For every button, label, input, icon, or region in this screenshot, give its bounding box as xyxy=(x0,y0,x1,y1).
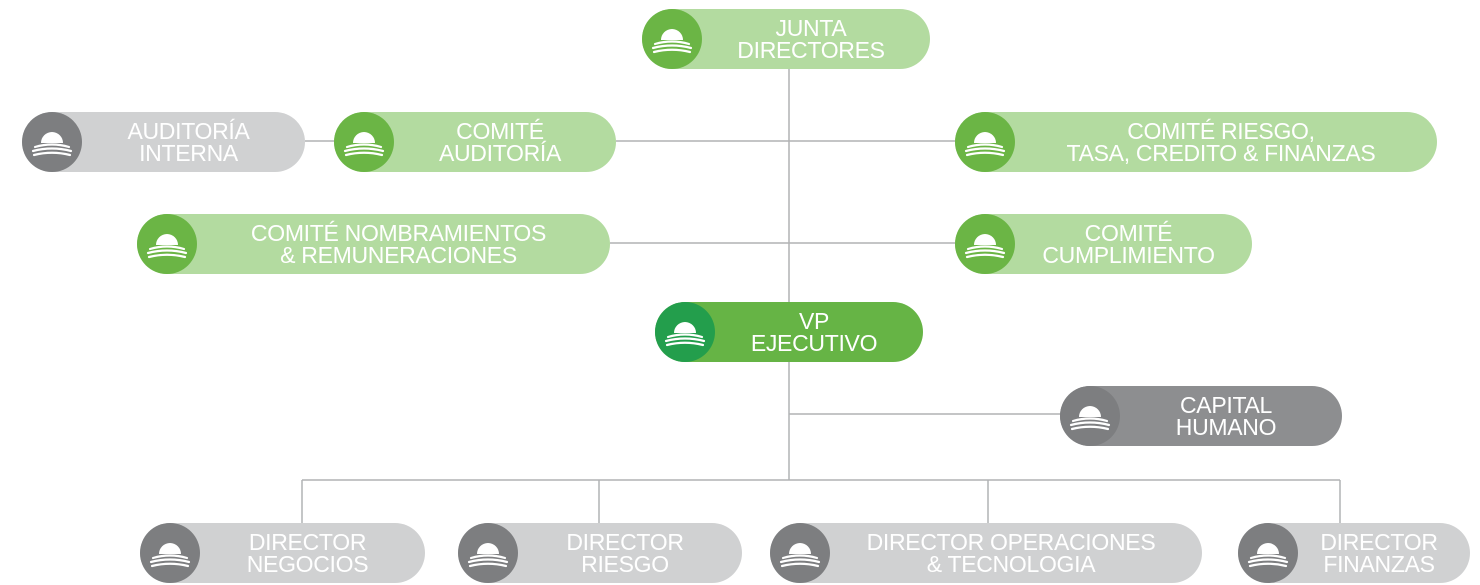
logo-icon xyxy=(955,214,1015,274)
node-line-1: CAPITAL xyxy=(1179,392,1273,418)
node-line-1: DIRECTOR xyxy=(248,529,367,555)
node-line-2: AUDITORÍA xyxy=(438,140,562,166)
node-line-1: COMITÉ NOMBRAMIENTOS xyxy=(250,220,547,246)
node-line-2: EJECUTIVO xyxy=(750,330,878,356)
node-line-2: CUMPLIMIENTO xyxy=(1042,242,1215,268)
node-line-1: DIRECTOR xyxy=(566,529,684,555)
logo-icon xyxy=(770,523,830,583)
logo-icon xyxy=(655,302,715,362)
node-line-1: DIRECTOR OPERACIONES xyxy=(866,529,1156,555)
node-line-1: DIRECTOR xyxy=(1320,529,1438,555)
node-line-1: VP xyxy=(798,308,830,334)
node-line-2: & REMUNERACIONES xyxy=(280,242,517,268)
logo-icon xyxy=(140,523,200,583)
node-director-operaciones: DIRECTOR OPERACIONES& TECNOLOGIA xyxy=(770,523,1202,583)
node-line-2: FINANZAS xyxy=(1323,551,1435,577)
node-line-1: AUDITORÍA xyxy=(127,118,250,144)
logo-icon xyxy=(137,214,197,274)
node-line-1: COMITÉ xyxy=(1084,220,1173,246)
logo-icon xyxy=(642,9,702,69)
node-line-1: JUNTA xyxy=(775,15,847,41)
node-line-2: NEGOCIOS xyxy=(246,551,369,577)
logo-icon xyxy=(1060,386,1120,446)
node-line-2: RIESGO xyxy=(581,551,669,577)
node-line-2: & TECNOLOGIA xyxy=(926,551,1096,577)
node-line-1: COMITÉ xyxy=(456,118,544,144)
logo-icon xyxy=(334,112,394,172)
node-line-2: INTERNA xyxy=(139,140,238,166)
node-comite-nombramientos: COMITÉ NOMBRAMIENTOS& REMUNERACIONES xyxy=(137,214,610,274)
logo-icon xyxy=(955,112,1015,172)
logo-icon xyxy=(22,112,82,172)
logo-icon xyxy=(1238,523,1298,583)
node-line-2: TASA, CREDITO & FINANZAS xyxy=(1066,140,1376,166)
node-line-2: DIRECTORES xyxy=(737,37,885,63)
node-line-2: HUMANO xyxy=(1175,414,1277,440)
node-line-1: COMITÉ RIESGO, xyxy=(1127,118,1315,144)
node-comite-riesgo: COMITÉ RIESGO,TASA, CREDITO & FINANZAS xyxy=(955,112,1437,172)
logo-icon xyxy=(458,523,518,583)
